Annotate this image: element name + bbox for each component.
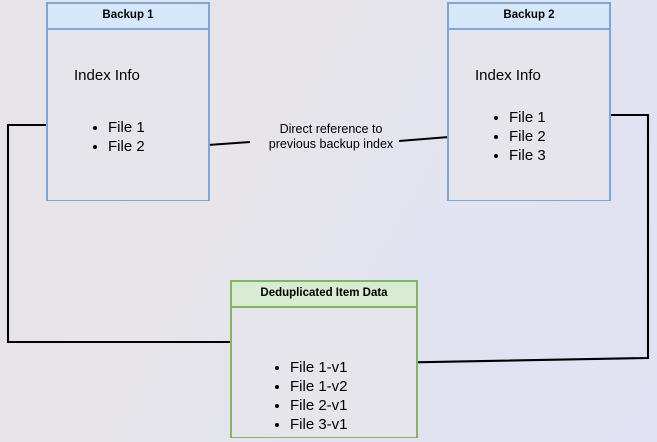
- list-item: File 3: [509, 146, 546, 165]
- node-backup-1[interactable]: Backup 1 Index Info File 1 File 2: [46, 2, 210, 201]
- list-item: File 2: [509, 127, 546, 146]
- node-deduplicated-item-data-body: File 1-v1 File 1-v2 File 2-v1 File 3-v1: [232, 307, 416, 437]
- list-item: File 3-v1: [290, 415, 348, 434]
- edge-label-direct-reference: Direct reference to previous backup inde…: [268, 122, 394, 151]
- node-backup-2[interactable]: Backup 2 Index Info File 1 File 2 File 3: [447, 2, 611, 201]
- node-backup-2-section-title: Index Info: [475, 66, 541, 84]
- list-item: File 1: [509, 108, 546, 127]
- node-backup-1-body: Index Info File 1 File 2: [48, 29, 208, 200]
- list-item: File 2-v1: [290, 396, 348, 415]
- node-deduplicated-item-data-header: Deduplicated Item Data: [232, 282, 416, 308]
- node-deduplicated-item-data[interactable]: Deduplicated Item Data File 1-v1 File 1-…: [230, 280, 418, 438]
- list-item: File 1: [108, 118, 145, 137]
- node-backup-1-section-title: Index Info: [74, 66, 140, 84]
- node-backup-2-item-list: File 1 File 2 File 3: [493, 108, 546, 165]
- list-item: File 1-v1: [290, 358, 348, 377]
- node-backup-2-body: Index Info File 1 File 2 File 3: [449, 29, 609, 200]
- node-backup-1-header: Backup 1: [48, 4, 208, 30]
- list-item: File 1-v2: [290, 377, 348, 396]
- node-deduplicated-item-data-item-list: File 1-v1 File 1-v2 File 2-v1 File 3-v1: [274, 358, 348, 434]
- node-backup-2-header: Backup 2: [449, 4, 609, 30]
- node-backup-1-item-list: File 1 File 2: [92, 118, 145, 156]
- list-item: File 2: [108, 137, 145, 156]
